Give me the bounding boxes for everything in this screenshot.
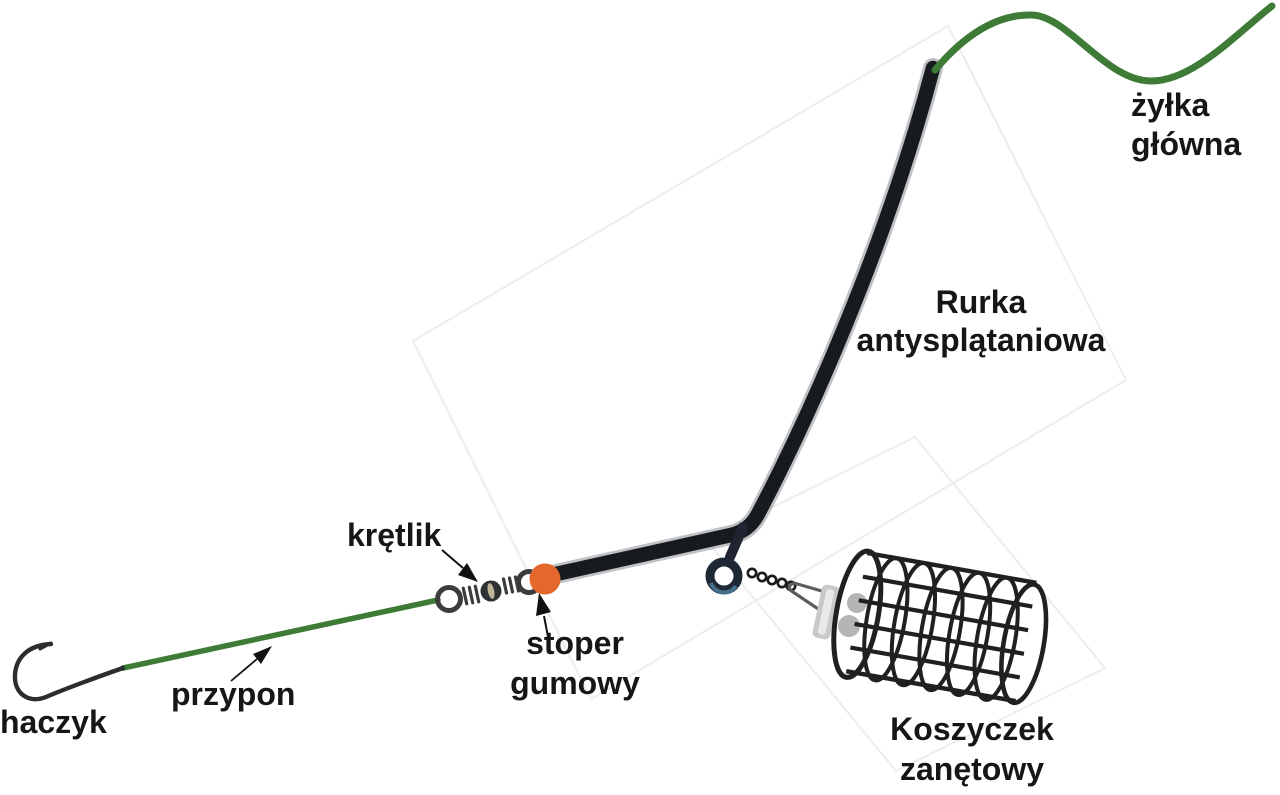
- label-anti-tangle-tube-line1: Rurka: [935, 284, 1027, 320]
- label-feeder-basket-line1: Koszyczek: [890, 711, 1054, 747]
- label-main-line-line2: główna: [1131, 126, 1242, 162]
- swivel-pointer-arrow: [441, 549, 478, 582]
- label-feeder-basket: Koszyczek zanętowy: [822, 709, 1122, 789]
- groundbait-ball: [847, 593, 867, 613]
- label-rubber-stopper: stoper gumowy: [475, 623, 675, 703]
- label-leader: przypon: [171, 676, 296, 712]
- main-line: [931, 2, 1276, 85]
- rubber-stopper: [529, 563, 561, 595]
- cage-hoop: [972, 575, 1020, 702]
- arrow-head: [536, 593, 551, 616]
- cage-wire: [850, 645, 1021, 680]
- chain-link: [776, 577, 788, 589]
- cage-wire: [845, 669, 1017, 704]
- hook: [12, 641, 126, 702]
- swivel: [435, 569, 542, 613]
- label-swivel: krętlik: [347, 517, 442, 553]
- tube-loop-connector: [725, 522, 748, 562]
- label-anti-tangle-tube-line2: antysplątaniowa: [856, 322, 1106, 358]
- cage-wire: [862, 574, 1033, 609]
- swivel-left-ring: [435, 585, 463, 613]
- arrow-line: [441, 549, 464, 569]
- photo-edge-lower: [704, 435, 1107, 773]
- feeder-cage: [831, 548, 1049, 706]
- chain-link: [746, 567, 758, 579]
- cage-hoop: [862, 556, 910, 683]
- label-anti-tangle-tube: Rurka antysplątaniowa: [781, 283, 1181, 359]
- label-rubber-stopper-line2: gumowy: [510, 665, 640, 701]
- swivel-barrel-highlight: [487, 583, 495, 599]
- swivel-coils: [461, 575, 521, 606]
- arrow-line: [230, 658, 258, 682]
- arrow-head: [253, 646, 272, 664]
- leader-line: [120, 597, 441, 671]
- label-hook: haczyk: [0, 704, 107, 740]
- cage-wire: [858, 598, 1029, 633]
- hook-body: [12, 641, 126, 702]
- label-rubber-stopper-line1: stoper: [526, 625, 624, 661]
- label-main-line: żyłka główna: [1131, 86, 1241, 164]
- chain-link: [766, 574, 778, 586]
- groundbait-ball: [838, 615, 860, 637]
- cage-hoop: [944, 570, 993, 698]
- cage-wire: [854, 621, 1025, 656]
- stopper-pointer-arrow: [536, 593, 551, 643]
- feeder-lead-clip-highlight: [817, 589, 835, 635]
- cage-hoop: [917, 565, 965, 693]
- cage-hoop: [831, 548, 884, 680]
- chain-link: [756, 571, 768, 583]
- leader-pointer-arrow: [230, 646, 272, 682]
- label-main-line-line1: żyłka: [1131, 87, 1210, 123]
- tube-loop-ring: [705, 557, 743, 595]
- cage-hoop: [889, 560, 938, 688]
- tube-loop-highlight: [709, 582, 738, 595]
- arrow-line: [543, 615, 550, 643]
- label-feeder-basket-line2: zanętowy: [899, 751, 1045, 787]
- feeder-arm: [787, 581, 867, 640]
- cage-hoop: [999, 582, 1049, 706]
- hook-barb: [38, 641, 53, 651]
- arrow-head: [458, 563, 478, 582]
